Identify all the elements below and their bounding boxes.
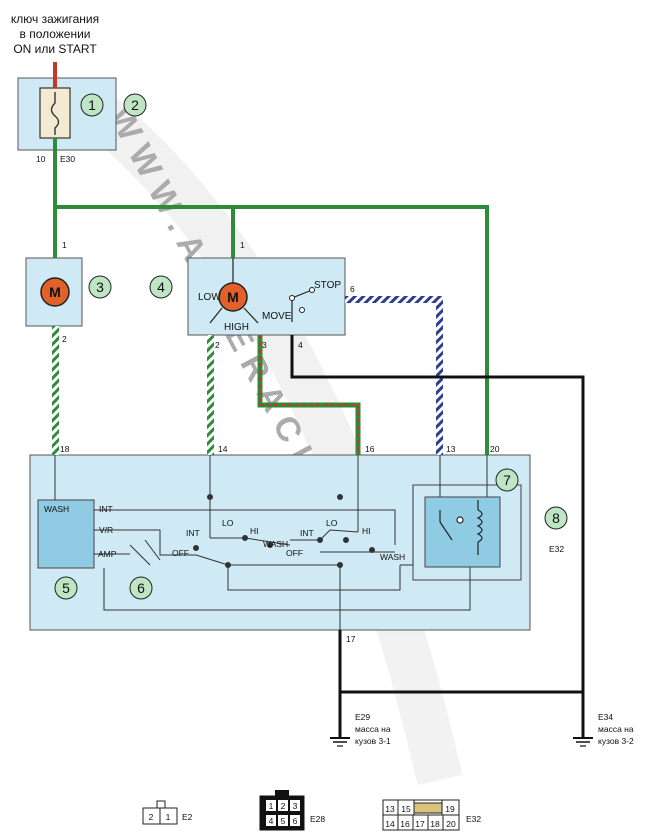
svg-text:20: 20 [446,819,456,829]
svg-text:LO: LO [222,518,234,528]
svg-text:OFF: OFF [286,548,303,558]
svg-text:16: 16 [400,819,410,829]
title-line-1: ключ зажигания [11,12,99,26]
callout-2: 2 [123,93,147,117]
svg-text:2: 2 [215,340,220,350]
callout-7: 7 [495,468,519,492]
svg-text:HI: HI [362,526,371,536]
svg-text:17: 17 [346,634,356,644]
svg-text:13: 13 [446,444,456,454]
svg-text:масса на: масса на [598,724,634,734]
title-line-3: ON или START [13,42,97,56]
svg-text:LO: LO [326,518,338,528]
svg-text:18: 18 [60,444,70,454]
svg-text:2: 2 [281,801,286,811]
svg-text:1: 1 [269,801,274,811]
svg-text:3: 3 [262,340,267,350]
svg-text:AMP: AMP [98,549,117,559]
svg-text:7: 7 [503,472,511,488]
svg-text:14: 14 [218,444,228,454]
svg-text:2: 2 [149,812,154,822]
svg-text:E34: E34 [598,712,613,722]
svg-text:E30: E30 [60,154,75,164]
svg-text:10: 10 [36,154,46,164]
connector-e28: 1 2 3 4 5 6 E28 [259,790,325,831]
labels: ключ зажигания в положении ON или START … [11,12,565,644]
svg-text:14: 14 [385,819,395,829]
svg-text:5: 5 [62,580,70,596]
svg-text:E29: E29 [355,712,370,722]
svg-text:4: 4 [157,279,165,295]
callouts: 1 2 3 4 5 6 7 8 [54,93,568,600]
svg-text:HI: HI [250,526,259,536]
svg-text:MOVE: MOVE [262,311,292,322]
svg-text:17: 17 [415,819,425,829]
wires [52,62,585,738]
svg-text:INT: INT [186,528,200,538]
svg-text:1: 1 [88,97,96,113]
svg-text:E32: E32 [549,544,564,554]
svg-text:15: 15 [401,804,411,814]
title-line-2: в положении [19,27,90,41]
svg-text:6: 6 [293,816,298,826]
svg-text:кузов 3-2: кузов 3-2 [598,736,634,746]
switch-internals [54,455,488,630]
svg-text:16: 16 [365,444,375,454]
svg-text:4: 4 [269,816,274,826]
callout-5: 5 [54,576,78,600]
connector-e32: 13 15 19 14 16 17 18 20 E32 [382,799,481,831]
washer-module-box [37,499,95,569]
wiper-motor-box [187,257,346,336]
svg-text:1: 1 [166,812,171,822]
svg-text:WASH: WASH [263,539,288,549]
svg-text:WASH: WASH [44,504,69,514]
svg-text:V/R: V/R [99,525,113,535]
callout-4: 4 [149,275,173,299]
svg-text:M: M [49,284,61,300]
svg-text:18: 18 [430,819,440,829]
svg-text:3: 3 [293,801,298,811]
svg-text:8: 8 [552,510,560,526]
svg-text:STOP: STOP [314,280,341,291]
svg-text:E32: E32 [466,814,481,824]
svg-text:1: 1 [240,240,245,250]
svg-text:19: 19 [445,804,455,814]
svg-text:6: 6 [137,580,145,596]
svg-text:3: 3 [96,279,104,295]
svg-text:M: M [227,289,239,305]
svg-text:INT: INT [300,528,314,538]
svg-text:E28: E28 [310,814,325,824]
svg-text:кузов 3-1: кузов 3-1 [355,736,391,746]
washer-motor-icon: M [40,277,70,307]
callout-8: 8 [544,506,568,530]
callout-6: 6 [129,576,153,600]
connector-e2: 2 1 E2 [142,800,193,825]
svg-text:OFF: OFF [172,548,189,558]
svg-text:4: 4 [298,340,303,350]
svg-text:5: 5 [281,816,286,826]
svg-text:13: 13 [385,804,395,814]
fuse-icon [39,87,71,139]
ground-left: E29 масса на кузов 3-1 [330,712,391,747]
callout-1: 1 [80,93,104,117]
svg-text:20: 20 [490,444,500,454]
callout-3: 3 [88,275,112,299]
relay-icon [439,500,483,555]
svg-text:LOW: LOW [198,292,221,303]
svg-text:1: 1 [62,240,67,250]
svg-text:6: 6 [350,284,355,294]
svg-text:INT: INT [99,504,113,514]
wiper-motor-icon: M [209,258,315,324]
svg-text:WASH: WASH [380,552,405,562]
watermark: WWW.ALMERACLASSIC [80,92,463,786]
svg-text:2: 2 [131,97,139,113]
svg-text:HIGH: HIGH [224,322,249,333]
svg-text:масса на: масса на [355,724,391,734]
ground-right: E34 масса на кузов 3-2 [573,712,634,747]
relay-box [424,496,501,568]
svg-text:E2: E2 [182,812,193,822]
svg-text:2: 2 [62,334,67,344]
